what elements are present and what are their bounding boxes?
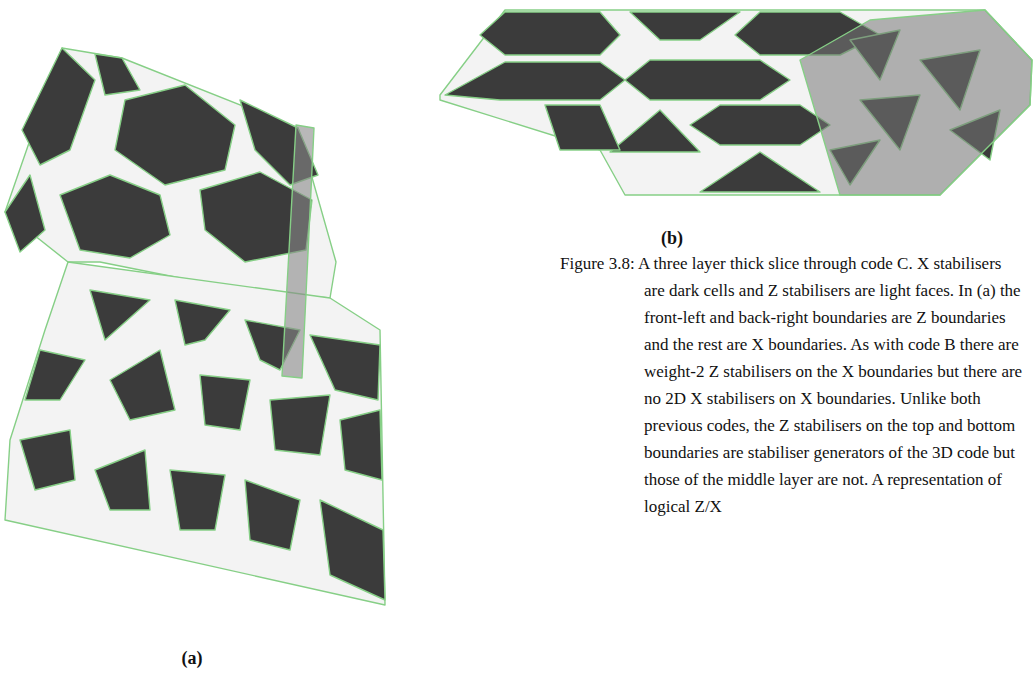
x-stabiliser-cell xyxy=(170,470,225,530)
panel-a-drawing xyxy=(5,48,385,605)
figure-caption: Figure 3.8: A three layer thick slice th… xyxy=(560,250,1025,520)
x-stabiliser-cell xyxy=(60,175,170,258)
x-stabiliser-cell xyxy=(545,105,620,150)
panel-b-drawing xyxy=(440,10,1032,195)
x-stabiliser-cell xyxy=(630,12,740,40)
panel-label: (a) xyxy=(182,648,203,669)
x-stabiliser-cell xyxy=(5,175,45,252)
x-stabiliser-cell xyxy=(625,60,790,100)
x-stabiliser-cell xyxy=(320,500,385,600)
light-region xyxy=(440,10,1032,195)
x-stabiliser-cell xyxy=(200,375,250,430)
light-region xyxy=(5,48,336,298)
x-stabiliser-cell xyxy=(610,110,700,152)
x-stabiliser-cell xyxy=(115,85,235,185)
x-stabiliser-cell xyxy=(95,54,140,95)
x-stabiliser-cell xyxy=(445,62,625,100)
x-stabiliser-cell xyxy=(175,300,230,345)
x-stabiliser-cell xyxy=(20,430,75,490)
x-stabiliser-cell xyxy=(270,395,330,455)
x-stabiliser-cell xyxy=(480,12,620,55)
x-stabiliser-cell xyxy=(245,480,300,550)
x-stabiliser-cell xyxy=(340,410,382,480)
logical-operator-region xyxy=(800,10,1032,195)
x-stabiliser-cell xyxy=(310,335,380,400)
x-stabiliser-cell xyxy=(700,152,820,192)
light-region xyxy=(5,262,385,605)
x-stabiliser-cell xyxy=(90,290,150,340)
logical-operator-bar xyxy=(282,125,314,378)
x-stabiliser-cell xyxy=(25,350,85,400)
panel-label: (b) xyxy=(661,228,683,249)
x-stabiliser-cell xyxy=(95,450,150,510)
x-stabiliser-cell xyxy=(690,105,830,145)
x-stabiliser-cell xyxy=(110,350,175,420)
x-stabiliser-cell xyxy=(22,48,95,165)
